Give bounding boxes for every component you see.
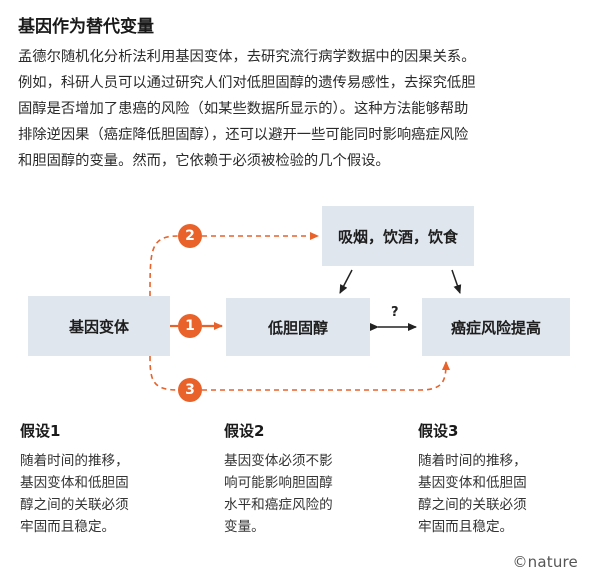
badge-2: 2 [178,224,202,248]
assumption-text: 随着时间的推移， 基因变体和低胆固 醇之间的关联必须 牢固而且稳定。 [418,453,527,535]
node-gene-variant: 基因变体 [28,296,170,356]
assumption-title: 假设3 [418,422,459,440]
assumption-text: 随着时间的推移， 基因变体和低胆固 醇之间的关联必须 牢固而且稳定。 [20,453,129,535]
assumption-title: 假设1 [20,422,61,440]
page-title: 基因作为替代变量 [18,17,154,37]
intro-paragraph: 孟德尔随机化分析法利用基因变体，去研究流行病学数据中的因果关系。 例如，科研人员… [18,49,476,169]
assumption-title: 假设2 [224,422,265,440]
node-lifestyle: 吸烟，饮酒，饮食 [322,206,474,266]
question-mark: ? [391,305,399,320]
node-cancer-risk: 癌症风险提高 [422,298,570,356]
lifestyle-to-risk-arrow [451,269,462,294]
badge-3: 3 [178,378,202,402]
assumption-1: 假设1 随着时间的推移， 基因变体和低胆固 醇之间的关联必须 牢固而且稳定。 [20,420,170,538]
lifestyle-to-cholesterol-arrow [339,269,353,294]
assumption-3: 假设3 随着时间的推移， 基因变体和低胆固 醇之间的关联必须 牢固而且稳定。 [418,420,568,538]
path-2-arrow [149,236,318,297]
path-3-arrow [149,356,446,391]
badge-1: 1 [178,314,202,338]
assumption-2: 假设2 基因变体必须不影 响可能影响胆固醇 水平和癌症风险的 变量。 [224,420,374,538]
assumption-text: 基因变体必须不影 响可能影响胆固醇 水平和癌症风险的 变量。 [224,453,333,535]
nature-credit: ©nature [512,553,578,571]
node-low-cholesterol: 低胆固醇 [226,298,370,356]
